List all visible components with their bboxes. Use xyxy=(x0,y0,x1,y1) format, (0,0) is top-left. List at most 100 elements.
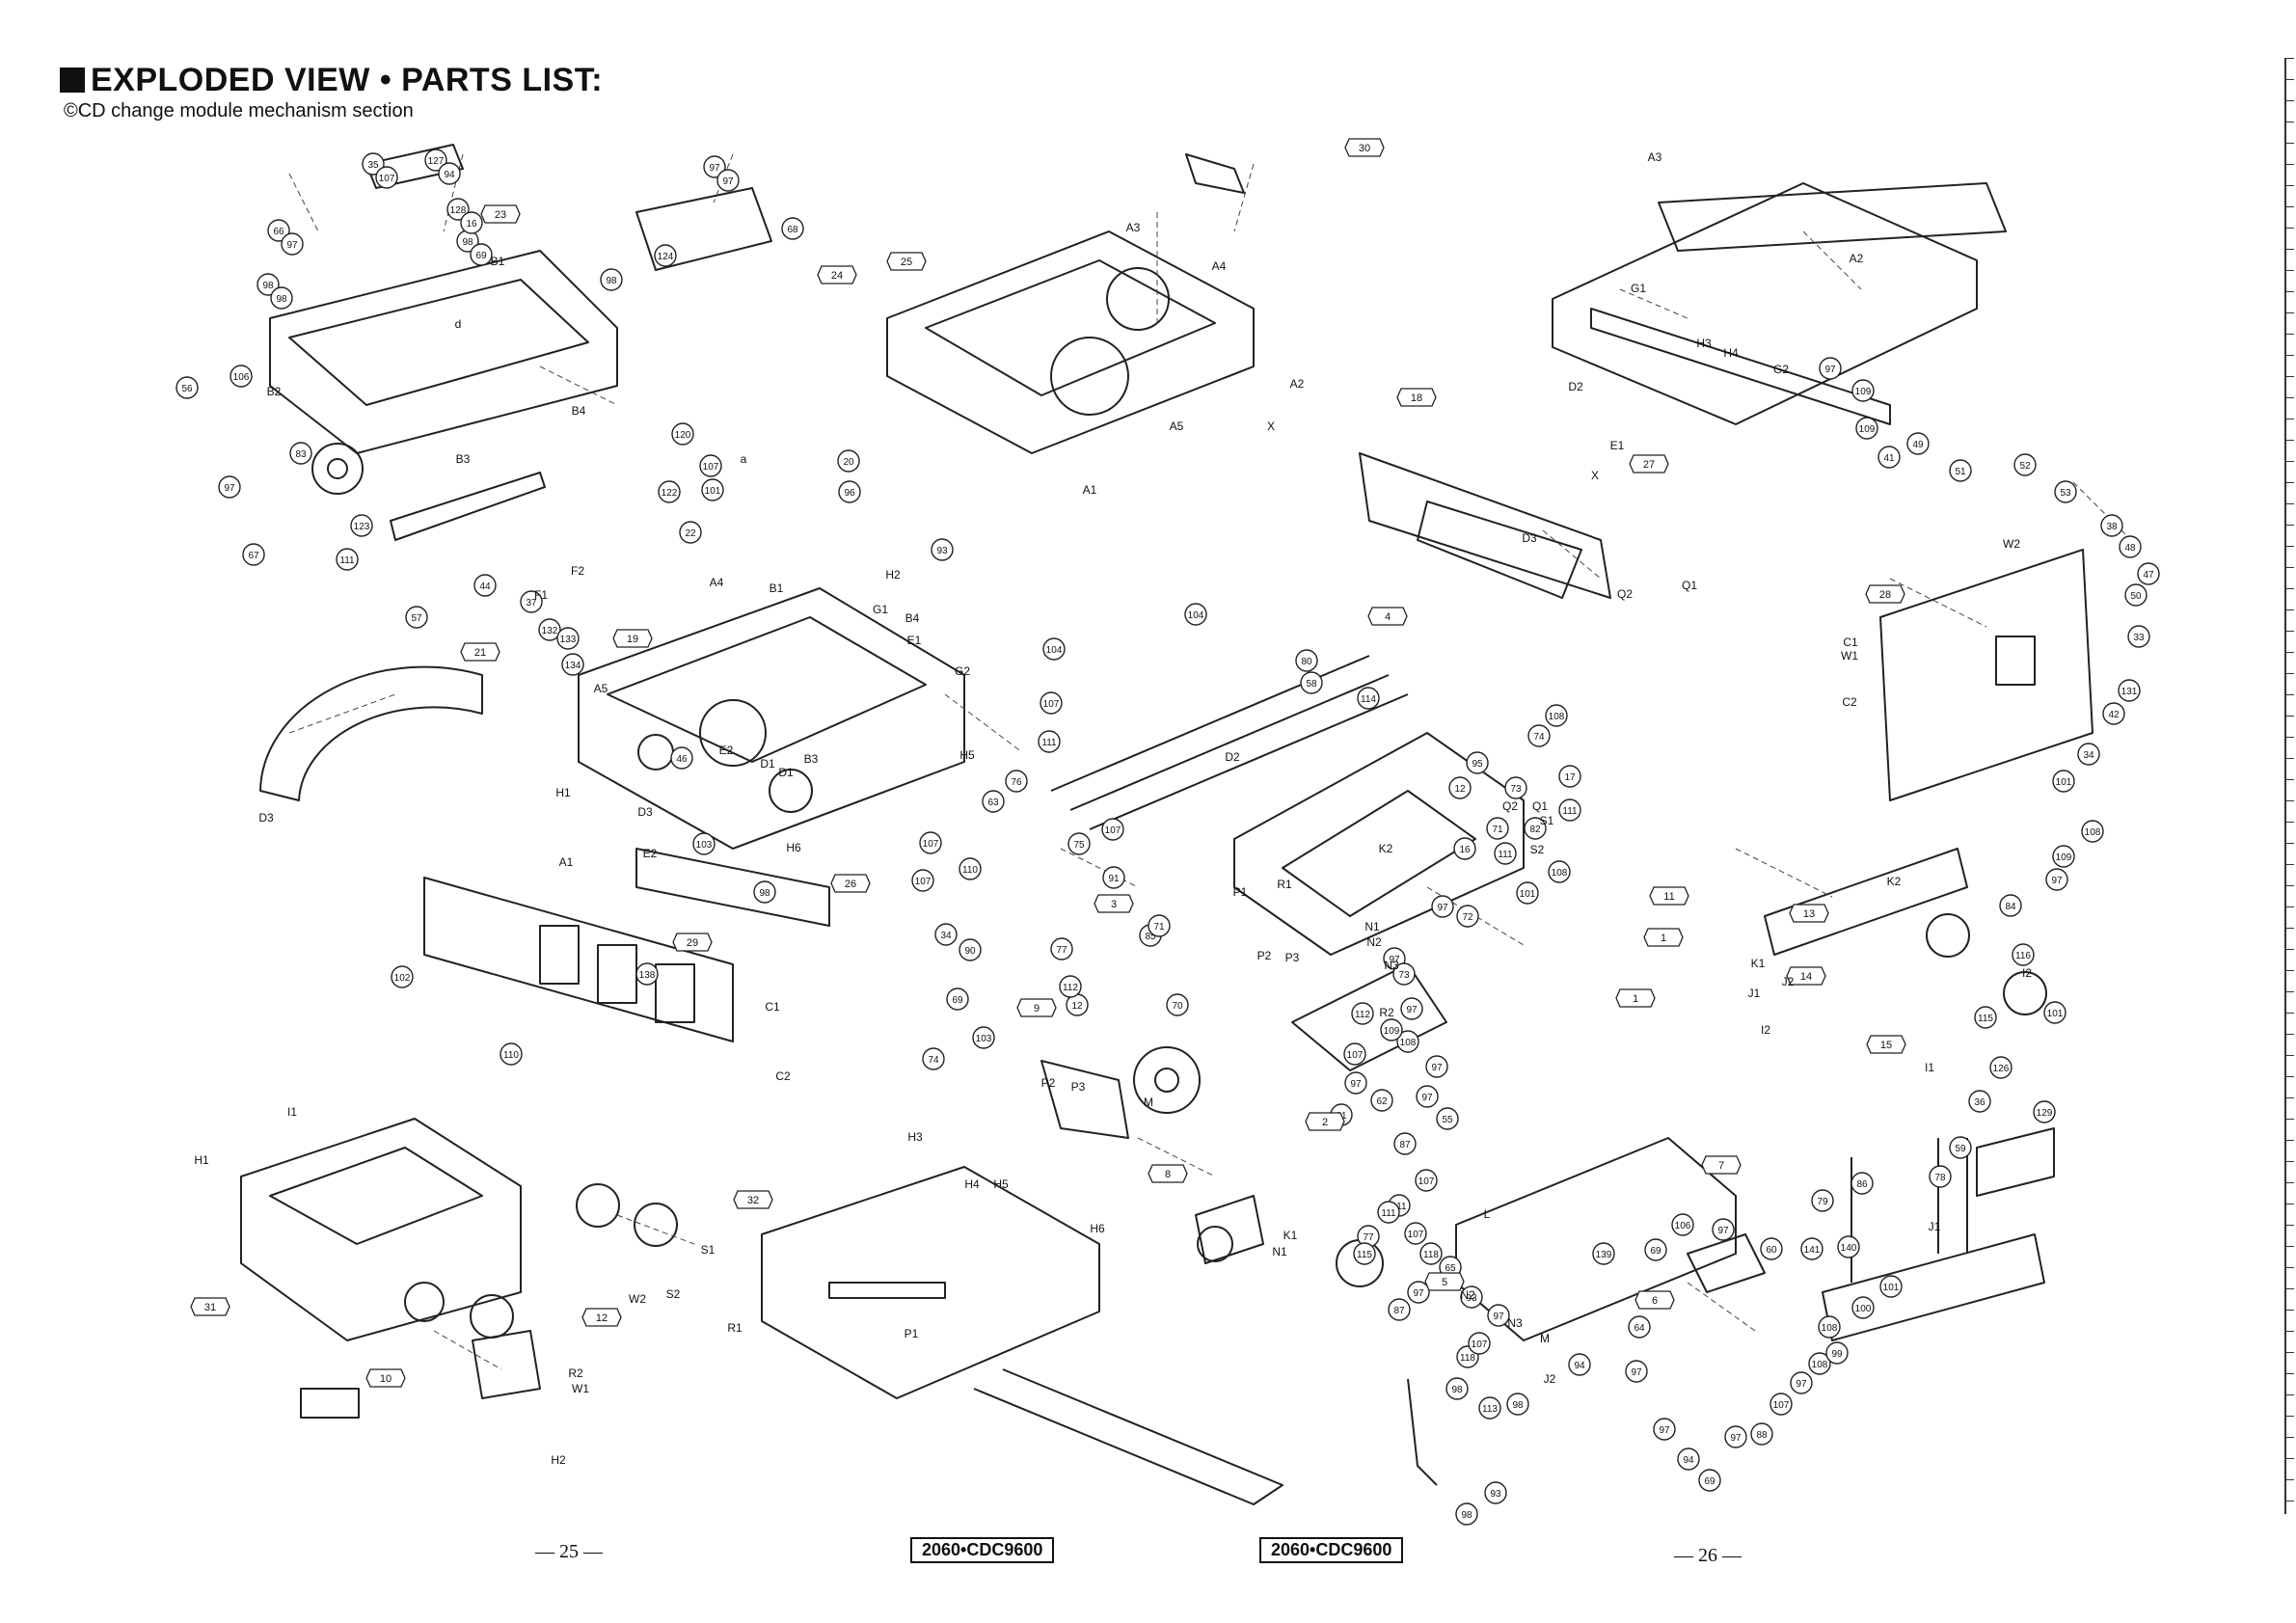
svg-text:104: 104 xyxy=(1188,610,1204,621)
part-callout-circle: 98 xyxy=(1455,1502,1478,1526)
svg-text:5: 5 xyxy=(1442,1277,1447,1288)
svg-text:110: 110 xyxy=(503,1050,519,1061)
part-callout-circle: 98 xyxy=(600,268,623,291)
part-callout-circle: 107 xyxy=(1101,818,1124,841)
svg-text:97: 97 xyxy=(1824,365,1836,375)
part-callout-circle: 108 xyxy=(1545,704,1568,727)
part-callout-circle: 67 xyxy=(242,543,265,566)
part-callout-box: 15 xyxy=(1866,1035,1906,1054)
reference-letter-label: K2 xyxy=(1887,875,1902,888)
part-callout-circle: 98 xyxy=(257,273,280,296)
part-callout-circle: 112 xyxy=(1059,975,1082,998)
part-callout-box: 21 xyxy=(460,642,500,662)
svg-text:115: 115 xyxy=(1978,1014,1993,1024)
page-title: EXPLODED VIEW • PARTS LIST: xyxy=(60,62,603,99)
ruler-tick xyxy=(2286,1161,2294,1162)
ruler-tick xyxy=(2286,503,2294,504)
reference-letter-label: A3 xyxy=(1648,150,1662,164)
svg-text:50: 50 xyxy=(2130,591,2142,602)
svg-text:62: 62 xyxy=(1376,1096,1388,1107)
svg-text:1: 1 xyxy=(1633,993,1638,1005)
ruler-tick xyxy=(2286,885,2294,886)
svg-text:18: 18 xyxy=(1411,392,1422,404)
part-callout-circle: 123 xyxy=(350,514,373,537)
part-callout-circle: 98 xyxy=(1445,1377,1469,1400)
svg-text:97: 97 xyxy=(1421,1093,1433,1103)
svg-text:70: 70 xyxy=(1172,1001,1183,1012)
part-callout-circle: 112 xyxy=(1351,1002,1374,1025)
reference-letter-label: E1 xyxy=(907,634,922,647)
svg-text:69: 69 xyxy=(952,995,963,1006)
part-callout-circle: 60 xyxy=(1760,1237,1783,1260)
part-callout-circle: 97 xyxy=(1819,357,1842,380)
svg-text:97: 97 xyxy=(1796,1379,1807,1390)
svg-text:88: 88 xyxy=(1756,1430,1768,1441)
part-callout-circle: 107 xyxy=(911,869,934,892)
page-number-left: — 25 — xyxy=(535,1541,603,1562)
svg-text:65: 65 xyxy=(1445,1263,1456,1274)
part-callout-circle: 109 xyxy=(1855,417,1878,440)
svg-text:44: 44 xyxy=(479,582,491,592)
svg-text:11: 11 xyxy=(1663,891,1674,903)
part-callout-circle: 36 xyxy=(1968,1090,1991,1113)
reference-letter-label: F2 xyxy=(571,564,584,578)
part-callout-circle: 84 xyxy=(1999,894,2022,917)
svg-text:94: 94 xyxy=(1574,1361,1585,1371)
svg-text:111: 111 xyxy=(339,555,355,566)
part-callout-circle: 122 xyxy=(658,480,681,503)
reference-letter-label: J2 xyxy=(1782,975,1795,988)
part-callout-circle: 91 xyxy=(1102,866,1125,889)
ruler-tick xyxy=(2286,1055,2294,1056)
part-callout-circle: 97 xyxy=(1400,997,1423,1020)
svg-text:97: 97 xyxy=(1350,1079,1362,1090)
part-callout-circle: 97 xyxy=(1724,1425,1747,1448)
model-number-right: 2060•CDC9600 xyxy=(1259,1537,1404,1563)
part-callout-circle: 109 xyxy=(1380,1018,1403,1041)
part-callout-circle: 22 xyxy=(679,521,702,544)
reference-letter-label: H4 xyxy=(964,1177,980,1191)
svg-text:35: 35 xyxy=(367,160,379,171)
svg-text:112: 112 xyxy=(1355,1010,1370,1020)
ruler-tick xyxy=(2286,716,2294,717)
part-callout-box: 13 xyxy=(1789,904,1829,923)
reference-letter-label: W1 xyxy=(1841,649,1858,663)
svg-text:106: 106 xyxy=(1675,1221,1691,1231)
svg-text:129: 129 xyxy=(2037,1108,2053,1119)
svg-text:34: 34 xyxy=(940,931,952,941)
part-callout-circle: 108 xyxy=(1818,1315,1841,1339)
part-callout-circle: 97 xyxy=(1487,1304,1510,1327)
svg-text:120: 120 xyxy=(675,430,691,441)
reference-letter-label: Q1 xyxy=(1532,799,1548,813)
svg-text:23: 23 xyxy=(495,209,506,221)
ruler-tick xyxy=(2286,185,2294,186)
part-callout-box: 29 xyxy=(672,933,713,952)
part-callout-circle: 75 xyxy=(1067,832,1091,855)
svg-text:36: 36 xyxy=(1974,1097,1985,1108)
svg-text:98: 98 xyxy=(462,237,473,248)
part-callout-circle: 88 xyxy=(1750,1422,1773,1446)
part-callout-circle: 76 xyxy=(1005,770,1028,793)
reference-letter-label: H6 xyxy=(1090,1222,1105,1235)
part-callout-circle: 98 xyxy=(1506,1393,1529,1416)
part-callout-circle: 108 xyxy=(1548,860,1571,883)
binding-margin-ruler xyxy=(2284,58,2296,1514)
reference-letter-label: C1 xyxy=(765,1000,780,1014)
part-callout-circle: 70 xyxy=(1166,993,1189,1016)
part-callout-box: 4 xyxy=(1367,607,1408,626)
svg-text:104: 104 xyxy=(1046,645,1063,656)
ruler-tick xyxy=(2286,843,2294,844)
reference-letter-label: S1 xyxy=(1540,814,1554,827)
part-callout-box: 27 xyxy=(1629,454,1669,473)
svg-text:108: 108 xyxy=(1552,868,1568,879)
svg-text:107: 107 xyxy=(915,877,932,887)
svg-text:73: 73 xyxy=(1398,970,1410,981)
ruler-tick xyxy=(2286,1076,2294,1077)
ruler-tick xyxy=(2286,906,2294,907)
svg-text:111: 111 xyxy=(1391,1202,1407,1212)
svg-text:109: 109 xyxy=(1855,387,1872,397)
svg-text:108: 108 xyxy=(2085,827,2101,838)
part-callout-circle: 101 xyxy=(2052,770,2075,793)
svg-text:58: 58 xyxy=(1306,679,1317,690)
svg-text:16: 16 xyxy=(466,219,477,230)
